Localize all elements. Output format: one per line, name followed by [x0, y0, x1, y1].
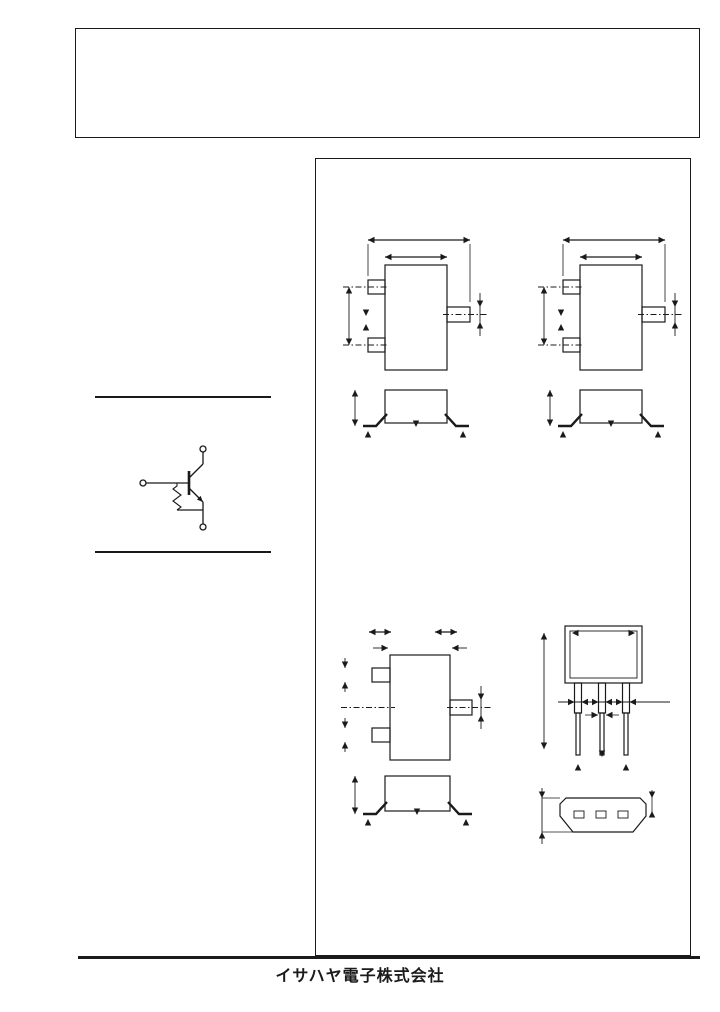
package-drawing-top-left: [335, 230, 495, 445]
title-block: [75, 28, 700, 138]
transistor-symbol: [139, 445, 207, 531]
package-drawing-bottom-left: [341, 628, 493, 827]
divider: [95, 551, 271, 553]
package-drawing-top-right: [530, 230, 690, 445]
package-outline-panel: [315, 158, 691, 956]
package-drawing-bottom-right: [538, 625, 670, 844]
divider: [95, 396, 271, 398]
footer-rule: [78, 956, 700, 959]
company-name: イサハヤ電子株式会社: [275, 968, 445, 985]
